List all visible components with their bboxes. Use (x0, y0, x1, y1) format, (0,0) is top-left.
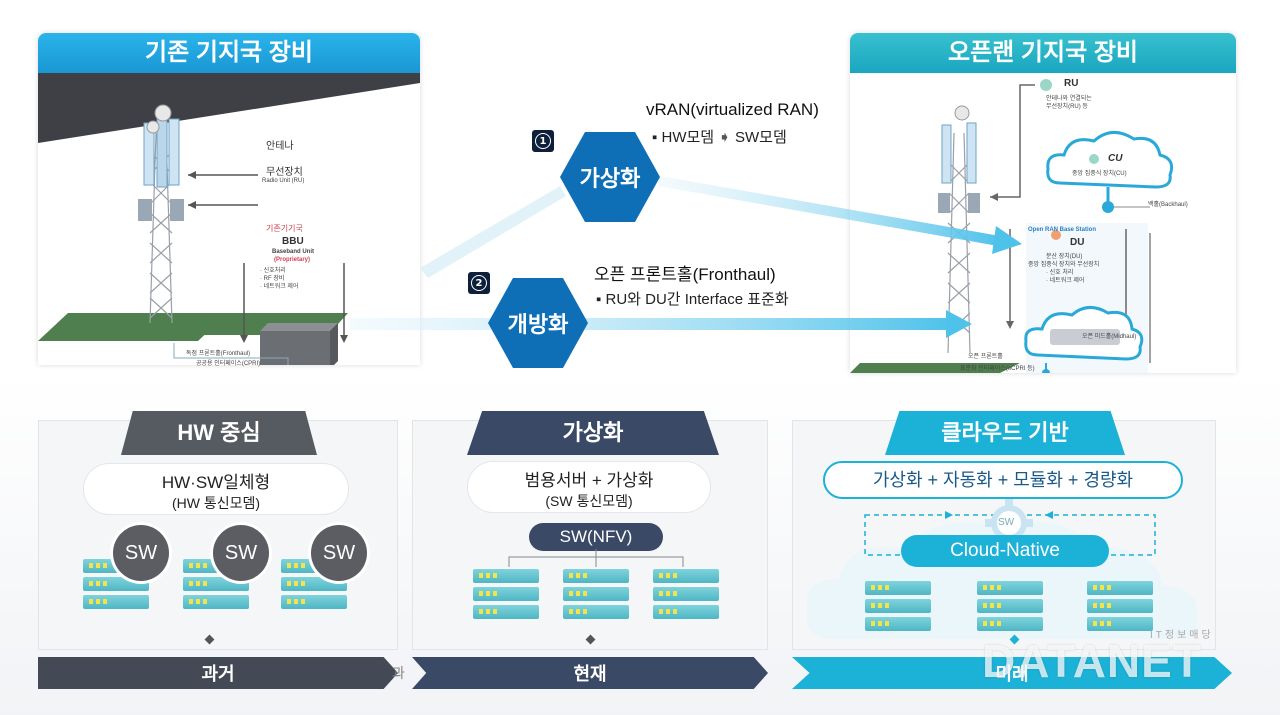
ru-desc-2: 무선장치(RU) 등 (1046, 104, 1088, 110)
cloud-gear-label: SW (998, 517, 1015, 528)
bbu-item-1: · 신호처리 (260, 268, 286, 274)
hw-tab: HW 중심 (121, 411, 317, 455)
ru-desc-1: 안테나와 연결되는 (1046, 96, 1092, 102)
cu-label: CU (1108, 153, 1123, 164)
watermark-sub: IT정보매당 (1150, 630, 1214, 641)
ru-label: RU (1064, 78, 1079, 89)
legacy-title: 기존 기지국 장비 (38, 33, 420, 73)
radio-en-label: Radio Unit (RU) (262, 178, 305, 184)
radio-label: 무선장치 (266, 167, 303, 178)
antenna-label: 안테나 (266, 141, 294, 152)
virt-server-3 (653, 569, 719, 623)
cloud-card: 클라우드 기반 가상화 + 자동화 + 모듈화 + 경량화 SW Cloud-N… (792, 411, 1216, 650)
bbu-label: BBU (282, 236, 304, 247)
virt-server-1 (473, 569, 539, 623)
virt-line-1: 범용서버 + 가상화 (524, 471, 654, 490)
timeline-past-tail: 과 (392, 665, 405, 681)
step-1-title: vRAN(virtualized RAN) (646, 100, 819, 119)
virt-line-2: (SW 통신모뎀) (545, 493, 633, 509)
legacy-fronthaul-label: 독점 프론트홀(Fronthaul) (186, 351, 251, 357)
du-desc-1: 분산 장치(DU) (1046, 254, 1083, 260)
hw-line-1: HW·SW일체형 (161, 473, 271, 492)
step-2-sub: ▪ RU와 DU간 Interface 표준화 (596, 291, 789, 308)
legacy-cpri-label: 공공용 인터페이스(CPRI) (196, 361, 261, 367)
hw-card: HW 중심 HW·SW일체형 (HW 통신모뎀) SW SW SW (38, 411, 398, 650)
timeline-now: 현재 (412, 657, 768, 689)
oran-panel: 오픈랜 기지국 장비 (850, 33, 1236, 373)
hw-sw-2: SW (213, 525, 269, 581)
arrow-right-icon: ➧ (718, 129, 731, 146)
oran-fronthaul-label: 오픈 프론트홀 (968, 354, 1003, 360)
step-1-sub: ▪ HW모뎀 ➧ SW모뎀 (652, 129, 787, 146)
virt-tab: 가상화 (467, 411, 719, 455)
timeline-past: 과거 (38, 657, 398, 689)
bbu-item-2: · RF 장비 (260, 276, 285, 282)
timeline-future: 미래 (792, 657, 1232, 689)
cu-desc: 중앙 집중식 장치(CU) (1072, 171, 1127, 177)
oran-title: 오픈랜 기지국 장비 (850, 33, 1236, 73)
legacy-illustration (38, 73, 420, 365)
du-desc-2: 중앙 집중식 장치와 무선장치 (1028, 262, 1100, 268)
cloud-tab: 클라우드 기반 (885, 411, 1125, 455)
nfv-badge: SW(NFV) (529, 523, 663, 551)
bbu-full-label: Baseband Unit (272, 249, 315, 255)
step-1-badge: 1 (532, 130, 554, 152)
bbu-item-3: · 네트워크 제어 (260, 284, 299, 290)
bbu-prop-label: (Proprietary) (274, 257, 311, 263)
legacy-panel: 기존 기지국 장비 안 (38, 33, 420, 365)
midhaul-label: 오픈 미드홀(Midhaul) (1082, 334, 1137, 340)
oran-illustration (850, 79, 1174, 373)
hw-sw-1: SW (113, 525, 169, 581)
step-1-hex: 가상화 (560, 132, 660, 222)
watermark-logo: DATANET (982, 635, 1202, 687)
virt-server-2 (563, 569, 629, 623)
hw-line-2: (HW 통신모뎀) (171, 495, 261, 511)
cloud-server-3 (1087, 581, 1153, 635)
nfv-connectors (508, 549, 684, 567)
oran-interface-label: 표준화 인터페이스(eCPRI 등) (960, 366, 1035, 372)
cloud-server-1 (865, 581, 931, 635)
bbu-kr-label: 기존기기국 (266, 224, 303, 233)
step-2-badge: 2 (468, 272, 490, 294)
virt-pill: 범용서버 + 가상화 (SW 통신모뎀) (467, 461, 711, 513)
du-desc-4: · 네트워크 제어 (1046, 278, 1085, 284)
du-desc-3: · 신호 처리 (1046, 270, 1074, 276)
backhaul-label: 백홀(Backhaul) (1148, 202, 1188, 208)
cloud-native-badge: Cloud-Native (901, 535, 1109, 567)
du-label: DU (1070, 237, 1085, 248)
step-2-title: 오픈 프론트홀(Fronthaul) (594, 265, 776, 284)
hw-sw-3: SW (311, 525, 367, 581)
hw-pill: HW·SW일체형 (HW 통신모뎀) (83, 463, 349, 515)
cloud-pill: 가상화 + 자동화 + 모듈화 + 경량화 (823, 461, 1183, 499)
cloud-server-2 (977, 581, 1043, 635)
virt-card: 가상화 범용서버 + 가상화 (SW 통신모뎀) SW(NFV) (412, 411, 768, 650)
du-station-label: Open RAN Base Station (1028, 227, 1097, 233)
